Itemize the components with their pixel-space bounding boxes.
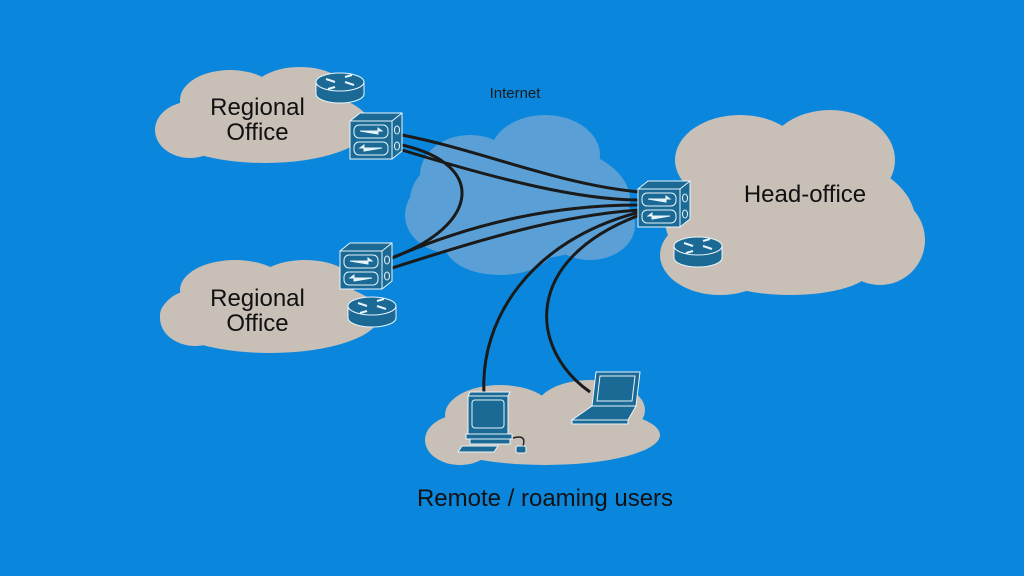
link-regional-bottom-1 — [391, 203, 641, 260]
router-icon-regional-bottom — [347, 296, 397, 328]
regional-office-bottom-label: Regional Office — [195, 285, 320, 338]
head-office-label: Head-office — [743, 181, 867, 208]
regional-office-bottom-line2: Office — [226, 310, 289, 338]
laptop-icon — [570, 371, 641, 425]
regional-office-top-line2: Office — [226, 119, 289, 147]
firewall-icon-regional-bottom — [339, 242, 393, 290]
link-regional-top-3 — [401, 148, 641, 202]
head-office-cloud — [660, 110, 925, 295]
link-remote-laptop — [545, 213, 641, 394]
internet-label: Internet — [489, 85, 541, 102]
regional-office-top-cloud — [155, 67, 370, 163]
firewall-icon-regional-top — [349, 112, 403, 160]
regional-office-bottom-line1: Regional — [210, 285, 305, 312]
link-remote-desktop — [482, 210, 641, 394]
regional-office-top-line1: Regional — [210, 94, 305, 121]
network-links — [379, 133, 641, 394]
internet-cloud — [405, 115, 635, 275]
link-regional-bottom-2 — [391, 208, 641, 270]
remote-users-label: Remote / roaming users — [416, 485, 674, 512]
router-icon-regional-top — [315, 72, 365, 104]
desktop-computer-icon — [457, 391, 527, 454]
regional-office-bottom-cloud — [160, 260, 380, 353]
firewall-icon-head-office — [637, 180, 691, 228]
router-icon-head-office — [673, 236, 723, 268]
regional-office-top-label: Regional Office — [195, 94, 320, 147]
link-regional-top-1 — [401, 133, 641, 194]
